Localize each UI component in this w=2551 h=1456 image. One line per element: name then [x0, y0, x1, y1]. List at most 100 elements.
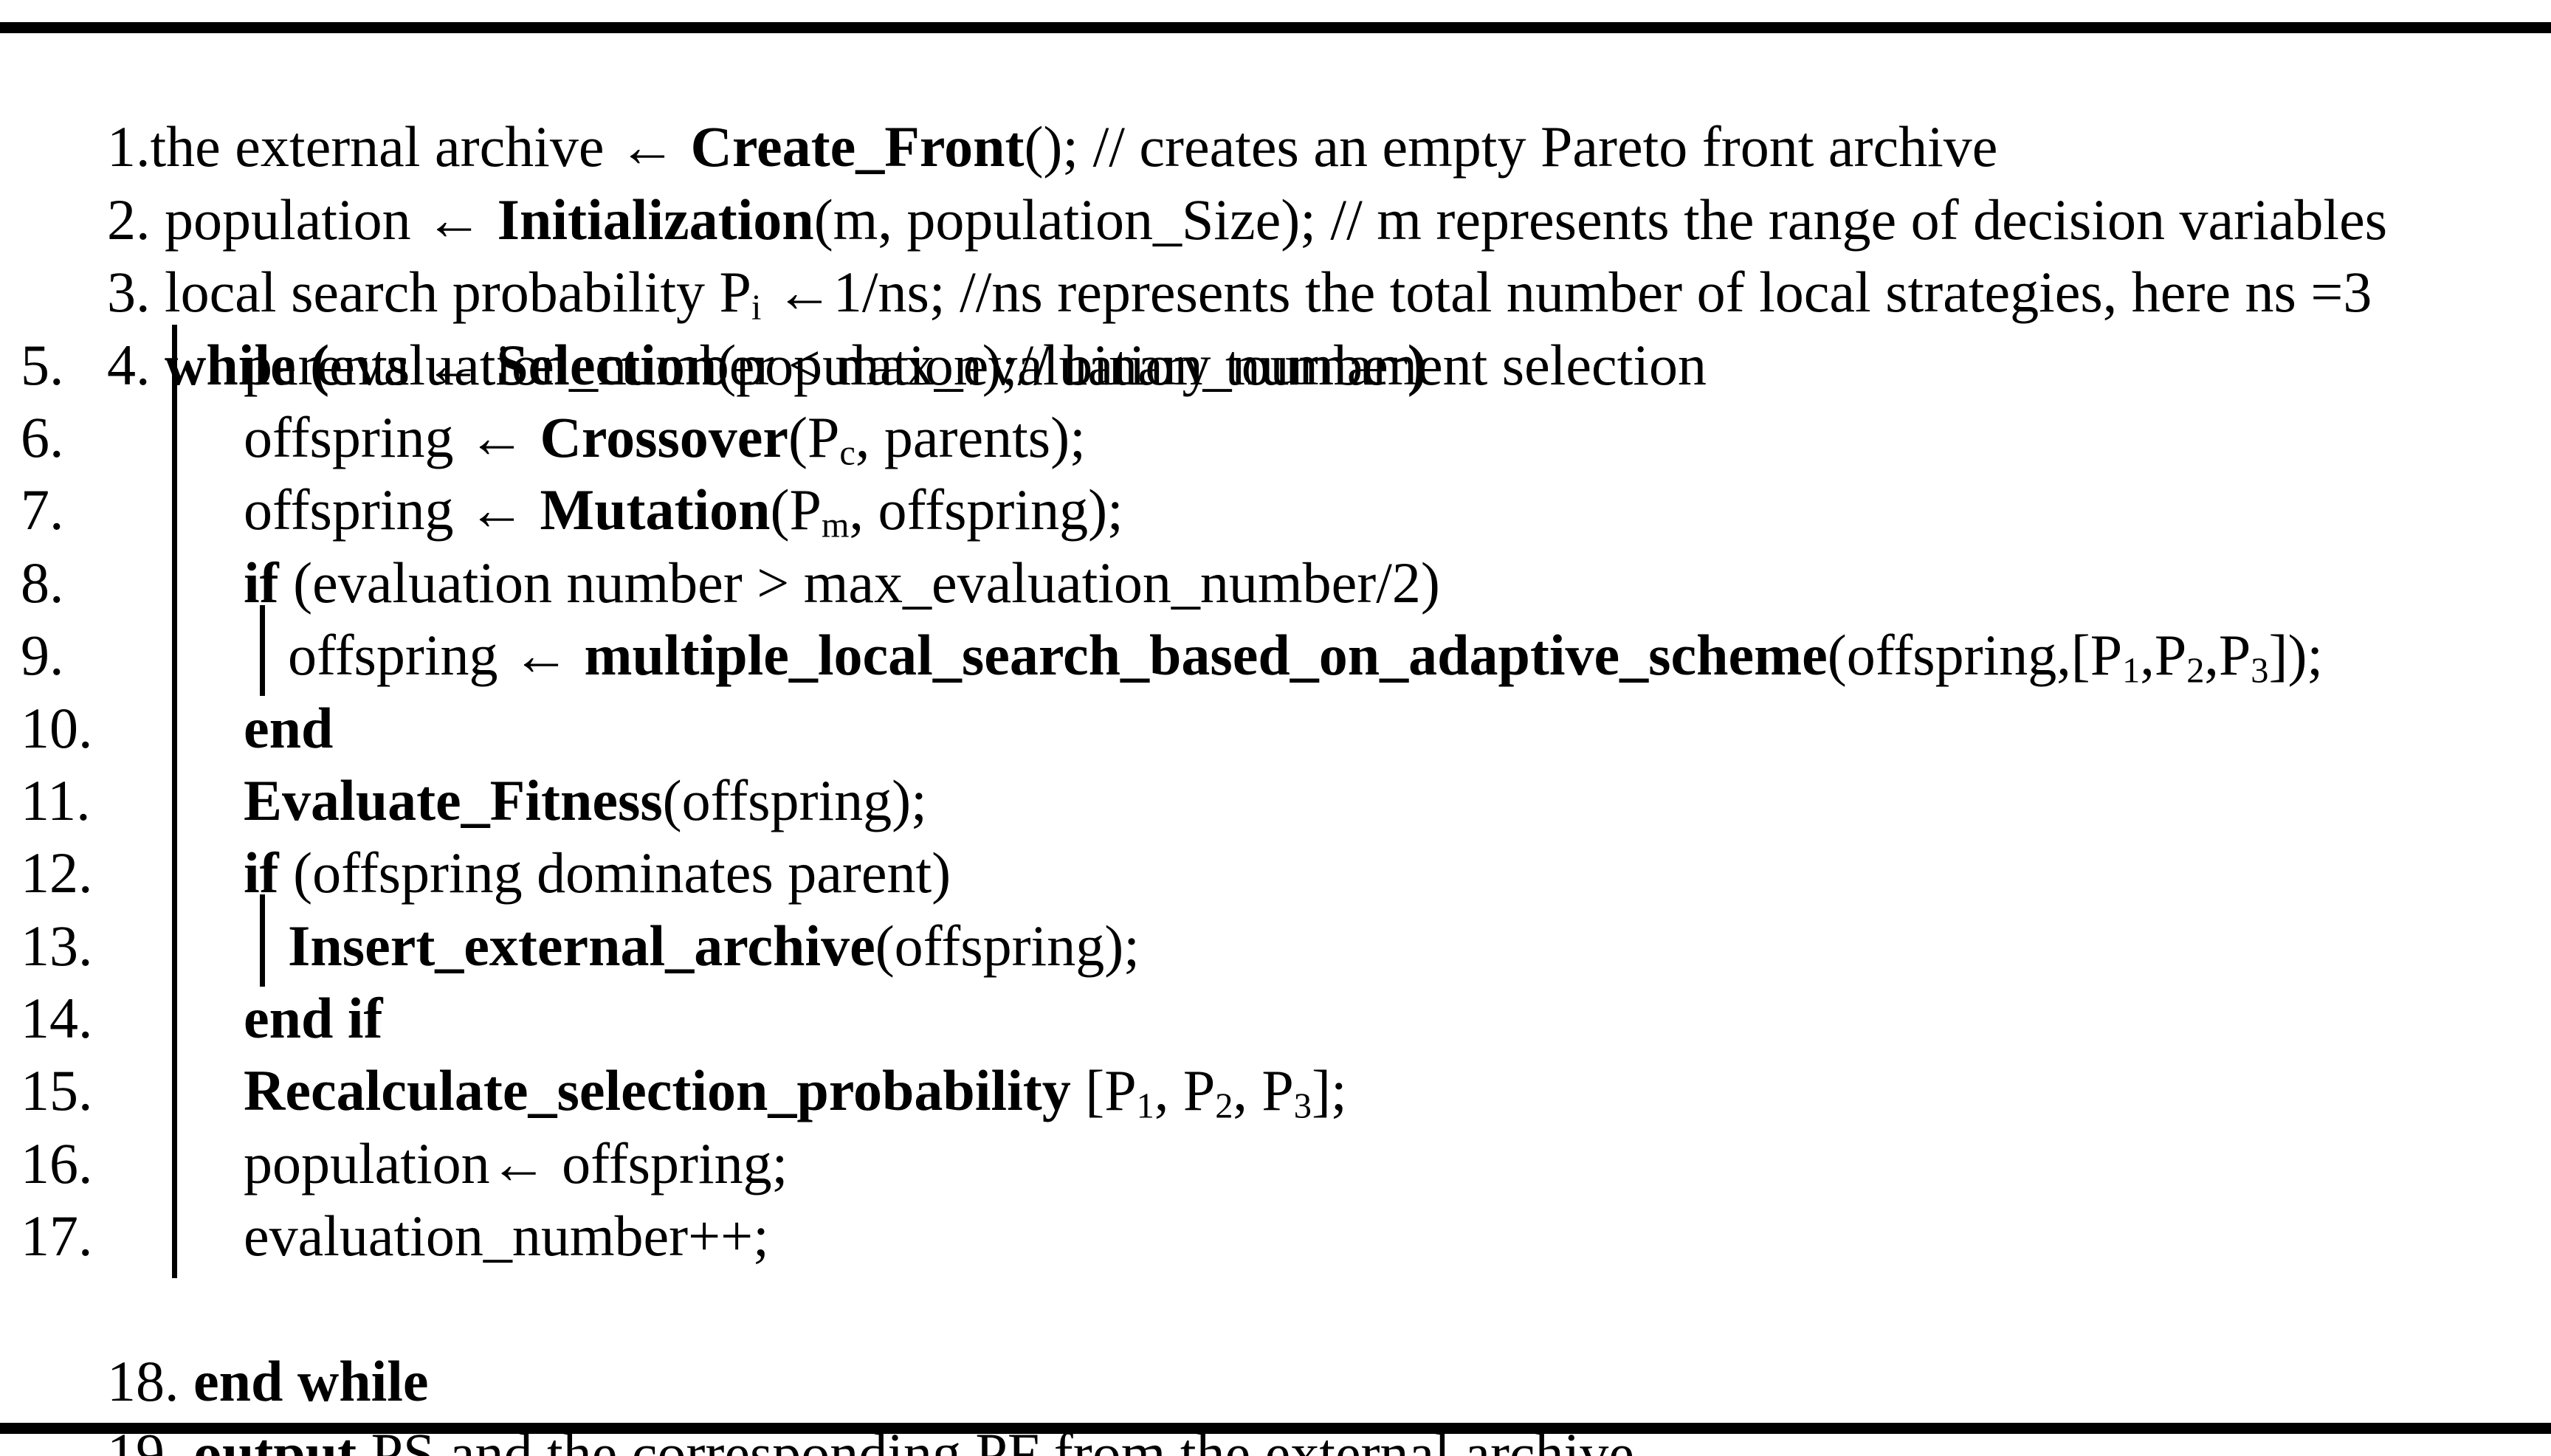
text-segment: (offspring,[P: [1827, 623, 2123, 688]
line-content: population ← Initialization(m, populatio…: [150, 187, 2388, 252]
text-segment: 3: [2251, 651, 2269, 691]
text-segment: ];: [1311, 1058, 1347, 1123]
text-segment: offspring ←: [244, 477, 540, 542]
text-segment: (offspring dominates parent): [278, 841, 951, 905]
algo-line-9: 9. offspring ← multiple_local_search_base…: [0, 619, 2551, 691]
text-segment: Evaluate_Fitness: [244, 767, 663, 832]
algo-line-17: 17. evaluation_number++;: [0, 1200, 2551, 1272]
text-segment: Selection: [496, 332, 717, 397]
pseudocode-listing: 1.the external archive ← Create_Front();…: [0, 38, 2551, 1456]
text-segment: 2: [2186, 651, 2205, 691]
text-segment: if: [244, 841, 279, 905]
text-segment: if: [244, 550, 279, 615]
line-content: if (evaluation number > max_evaluation_n…: [244, 547, 1440, 619]
text-segment: Crossover: [540, 404, 789, 469]
text-segment: (P: [770, 477, 822, 542]
while-loop-scope-bar: [172, 325, 177, 1278]
text-segment: ,P: [2140, 623, 2187, 688]
text-segment: , P: [1233, 1058, 1294, 1123]
text-segment: (evaluation number > max_evaluation_numb…: [278, 550, 1440, 615]
line-number: 3.: [107, 260, 151, 325]
line-content: offspring ← Crossover(Pc, parents);: [244, 401, 1086, 490]
text-segment: local search probability P: [150, 260, 751, 325]
algo-line-11: 11. Evaluate_Fitness(offspring);: [0, 765, 2551, 837]
algo-line-19: 19. output PS and the corresponding PF f…: [0, 1345, 2551, 1456]
line-number: 7.: [21, 477, 64, 542]
line-number: 6.: [21, 404, 64, 469]
line-content: offspring ← Mutation(Pm, offspring);: [244, 474, 1123, 562]
line-content: local search probability Pi ←1/ns; //ns …: [150, 260, 2372, 328]
algo-line-3: 3. local search probability Pi ←1/ns; //…: [0, 184, 2551, 328]
bottom-border-rule: [0, 1423, 2551, 1434]
line-number: 18.: [107, 1349, 179, 1414]
algo-line-18: 18. end while: [0, 1273, 2551, 1413]
text-segment: Create_Front: [690, 114, 1025, 179]
text-segment: population← offspring;: [244, 1131, 788, 1195]
text-segment: ,P: [2204, 623, 2251, 688]
text-segment: [P: [1070, 1058, 1137, 1123]
algo-line-6: 6.offspring ← Crossover(Pc, parents);: [0, 401, 2551, 474]
text-segment: ): [1407, 332, 1427, 397]
line-number: 5.: [21, 332, 64, 397]
text-segment: 1: [2122, 651, 2141, 691]
algo-line-5: 5. parents ← Selection(population);// bin…: [0, 329, 2551, 401]
line-content: evaluation_number++;: [244, 1200, 769, 1272]
line-number: 16.: [21, 1131, 93, 1195]
text-segment: Initialization: [497, 187, 814, 252]
text-segment: end: [244, 695, 334, 760]
text-segment: (m, population_Size); // m represents th…: [813, 187, 2388, 252]
text-segment: evaluation_number < max_evaluation_numbe…: [329, 332, 1408, 397]
line-number: 12.: [21, 841, 93, 905]
line-content: Recalculate_selection_probability [P1, P…: [244, 1055, 1347, 1143]
text-segment: (offspring);: [662, 767, 927, 832]
line-content: parents ← Selection(population);// binar…: [244, 329, 1707, 401]
text-segment: 3: [1293, 1087, 1312, 1127]
line-number: 14.: [21, 986, 93, 1051]
text-segment: ←1/ns; //ns represents the total number …: [761, 260, 2372, 325]
if-scope-bar-line9: [260, 605, 265, 696]
text-segment: evaluation_number++;: [244, 1204, 769, 1269]
text-segment: Insert_external_archive: [288, 913, 875, 978]
text-segment: (population);// binary tournament select…: [717, 332, 1707, 397]
text-segment: offspring ←: [244, 404, 540, 469]
line-number: 9.: [21, 623, 64, 688]
text-segment: , parents);: [855, 404, 1086, 469]
text-segment: 1: [1136, 1087, 1154, 1127]
text-segment: (); // creates an empty Pareto front arc…: [1024, 114, 1998, 179]
line-number: 10.: [21, 695, 93, 760]
line-content: if (offspring dominates parent): [244, 837, 951, 909]
line-number: 1.: [107, 114, 151, 179]
text-segment: while (: [165, 332, 330, 397]
top-border-rule: [0, 22, 2551, 33]
text-segment: population ←: [150, 187, 498, 252]
text-segment: offspring ←: [288, 623, 585, 688]
line-number: 8.: [21, 550, 64, 615]
text-segment: parents ←: [244, 332, 497, 397]
algo-line-8: 8. if (evaluation number > max_evaluation…: [0, 547, 2551, 619]
line-content: end: [244, 692, 333, 765]
line-content: end if: [244, 982, 383, 1055]
if-scope-bar-line13: [260, 894, 265, 987]
line-content: population← offspring;: [244, 1128, 788, 1200]
text-segment: 2: [1215, 1087, 1233, 1127]
line-content: end while: [179, 1349, 429, 1413]
text-segment: m: [821, 506, 850, 545]
algo-line-15: 15.Recalculate_selection_probability [P1…: [0, 1055, 2551, 1127]
algo-line-7: 7. offspring ← Mutation(Pm, offspring);: [0, 474, 2551, 546]
line-number: 17.: [21, 1204, 93, 1269]
text-segment: (offspring);: [875, 913, 1140, 978]
text-segment: , offspring);: [849, 477, 1123, 542]
text-segment: multiple_local_search_based_on_adaptive_…: [584, 623, 1828, 688]
algo-line-13: 13.Insert_external_archive(offspring);: [0, 910, 2551, 982]
algo-line-16: 16. population← offspring;: [0, 1128, 2551, 1200]
text-segment: end if: [244, 986, 383, 1051]
line-number: 11.: [21, 767, 91, 832]
text-segment: the external archive ←: [150, 114, 691, 179]
algo-line-4: 4. while (evaluation_number < max_evalua…: [0, 256, 2551, 397]
line-number: 4.: [107, 332, 151, 397]
algo-line-12: 12. if (offspring dominates parent): [0, 837, 2551, 909]
line-content: offspring ← multiple_local_search_based_…: [288, 619, 2323, 708]
line-content: Insert_external_archive(offspring);: [288, 910, 1140, 982]
text-segment: Mutation: [540, 477, 771, 542]
